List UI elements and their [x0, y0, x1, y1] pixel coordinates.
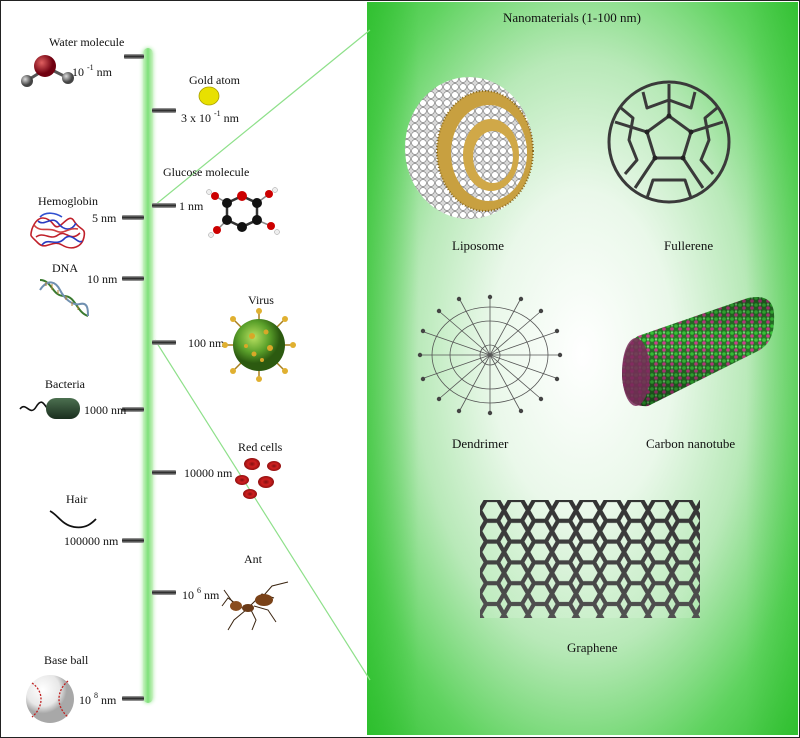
label-ant: Ant: [244, 552, 262, 566]
size-red-cells: 10000 nm: [184, 466, 233, 480]
tick-bacteria: [122, 407, 144, 412]
label-virus: Virus: [248, 293, 274, 307]
label-red-cells: Red cells: [238, 440, 283, 454]
liposome-icon: [405, 77, 534, 219]
glucose-molecule-icon: [206, 187, 280, 238]
label-liposome: Liposome: [452, 238, 504, 253]
tick-redcells: [152, 470, 176, 475]
size-bacteria: 1000 nm: [84, 403, 127, 417]
size-ant: 10 6 nm: [182, 586, 220, 602]
red-cells-icon: [235, 458, 281, 499]
size-virus: 100 nm: [188, 336, 225, 350]
size-hemoglobin: 5 nm: [92, 211, 117, 225]
tick-ant: [152, 590, 176, 595]
hemoglobin-icon: [30, 212, 86, 249]
scale-bar: [143, 48, 153, 703]
label-graphene: Graphene: [567, 640, 618, 655]
gold-atom-icon: [198, 86, 220, 106]
tick-gold: [152, 108, 176, 113]
tick-virus: [152, 340, 176, 345]
tick-hair: [122, 538, 144, 543]
label-hair: Hair: [66, 492, 88, 506]
size-base-ball: 10 8 nm: [79, 691, 117, 707]
tick-hemoglobin: [122, 215, 144, 220]
label-water-molecule: Water molecule: [49, 35, 125, 49]
size-gold-atom: 3 x 10 -1 nm: [181, 109, 240, 125]
label-glucose-molecule: Glucose molecule: [163, 165, 250, 179]
label-fullerene: Fullerene: [664, 238, 714, 253]
label-dendrimer: Dendrimer: [452, 436, 509, 451]
baseball-icon: [26, 675, 74, 723]
panel-title: Nanomaterials (1-100 nm): [503, 10, 641, 25]
size-hair: 100000 nm: [64, 534, 119, 548]
label-gold-atom: Gold atom: [189, 73, 240, 87]
tick-water: [124, 54, 144, 59]
dna-icon: [39, 279, 89, 317]
water-molecule-icon: [21, 55, 74, 87]
dendrimer-icon: [417, 294, 563, 416]
label-base-ball: Base ball: [44, 653, 89, 667]
tick-dna: [122, 276, 144, 281]
fullerene-icon: [607, 80, 731, 204]
size-water-molecule: 10 -1 nm: [72, 63, 113, 79]
label-hemoglobin: Hemoglobin: [38, 194, 98, 208]
size-glucose-molecule: 1 nm: [179, 199, 204, 213]
hair-icon: [49, 510, 97, 529]
label-carbon-nanotube: Carbon nanotube: [646, 436, 736, 451]
label-bacteria: Bacteria: [45, 377, 85, 391]
label-dna: DNA: [52, 261, 78, 275]
bacteria-icon: [19, 398, 80, 419]
size-dna: 10 nm: [87, 272, 118, 286]
graphene-icon: [480, 500, 700, 618]
carbon-nanotube-icon: [622, 296, 775, 407]
virus-icon: [222, 308, 296, 382]
tick-glucose: [152, 203, 176, 208]
ant-icon: [221, 581, 289, 631]
tick-baseball: [122, 696, 144, 701]
